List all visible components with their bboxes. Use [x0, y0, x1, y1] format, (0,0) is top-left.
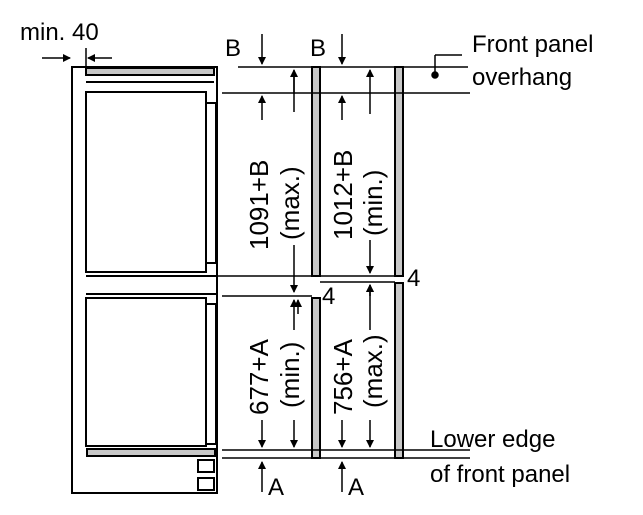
front-panel-label-line1: Front panel [472, 31, 593, 58]
gap-4-label-left: 4 [322, 283, 335, 310]
a-label-left: A [268, 474, 284, 501]
gap-4-label-right: 4 [407, 265, 420, 292]
front-panel-label-line2: overhang [472, 64, 572, 91]
foot-upper [197, 459, 215, 473]
upper-min-value: 1012+B [328, 150, 358, 240]
upper-max-note: (max.) [275, 166, 305, 240]
lower-edge-label-line1: Lower edge [430, 426, 555, 453]
upper-min-note: (min.) [358, 170, 388, 236]
b-label-right: B [310, 35, 326, 62]
upper-door-hinge-strip [205, 102, 217, 264]
b-label-left: B [225, 35, 241, 62]
a-label-right: A [348, 474, 364, 501]
lower-max-note: (max.) [358, 334, 388, 408]
cabinet-bottom-strip [86, 448, 216, 457]
overhang-pointer-dot [431, 71, 439, 79]
cabinet-top-strip [85, 67, 215, 76]
lower-door-hinge-strip [205, 303, 217, 445]
reference-lines [218, 54, 470, 459]
min-gap-label: min. 40 [20, 19, 99, 46]
front-panel-left-lower [311, 297, 321, 459]
foot-lower [197, 477, 215, 491]
upper-max-value: 1091+B [244, 160, 274, 250]
lower-max-value: 756+A [328, 338, 358, 415]
cabinet [71, 66, 218, 494]
text-labels: min. 40 B B Front panel overhang Lower e… [20, 19, 593, 501]
lower-edge-label-line2: of front panel [430, 461, 570, 488]
lower-min-value: 677+A [244, 338, 274, 415]
front-panel-right-upper [394, 66, 404, 277]
front-panel-left-upper [311, 66, 321, 277]
front-panel-right-lower [394, 282, 404, 459]
lower-min-note: (min.) [275, 342, 305, 408]
dimension-arrows [42, 34, 374, 492]
fridge-lower-door [85, 297, 207, 447]
fridge-upper-door [85, 91, 207, 273]
cabinet-outline [71, 66, 218, 494]
